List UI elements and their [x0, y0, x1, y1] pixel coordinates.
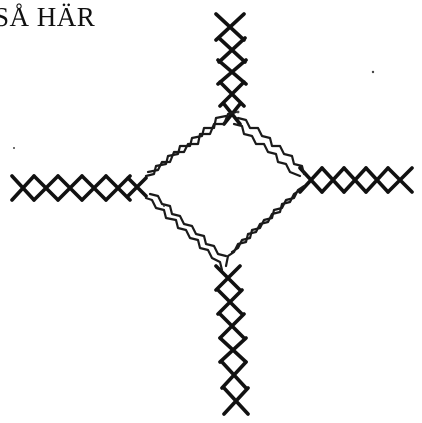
right-arm-stitches	[300, 168, 412, 192]
bottom-arm-stitches	[216, 266, 248, 414]
left-arm-stitches	[12, 176, 146, 200]
center-diamond-outline	[146, 112, 304, 270]
top-arm-stitches	[216, 14, 246, 124]
